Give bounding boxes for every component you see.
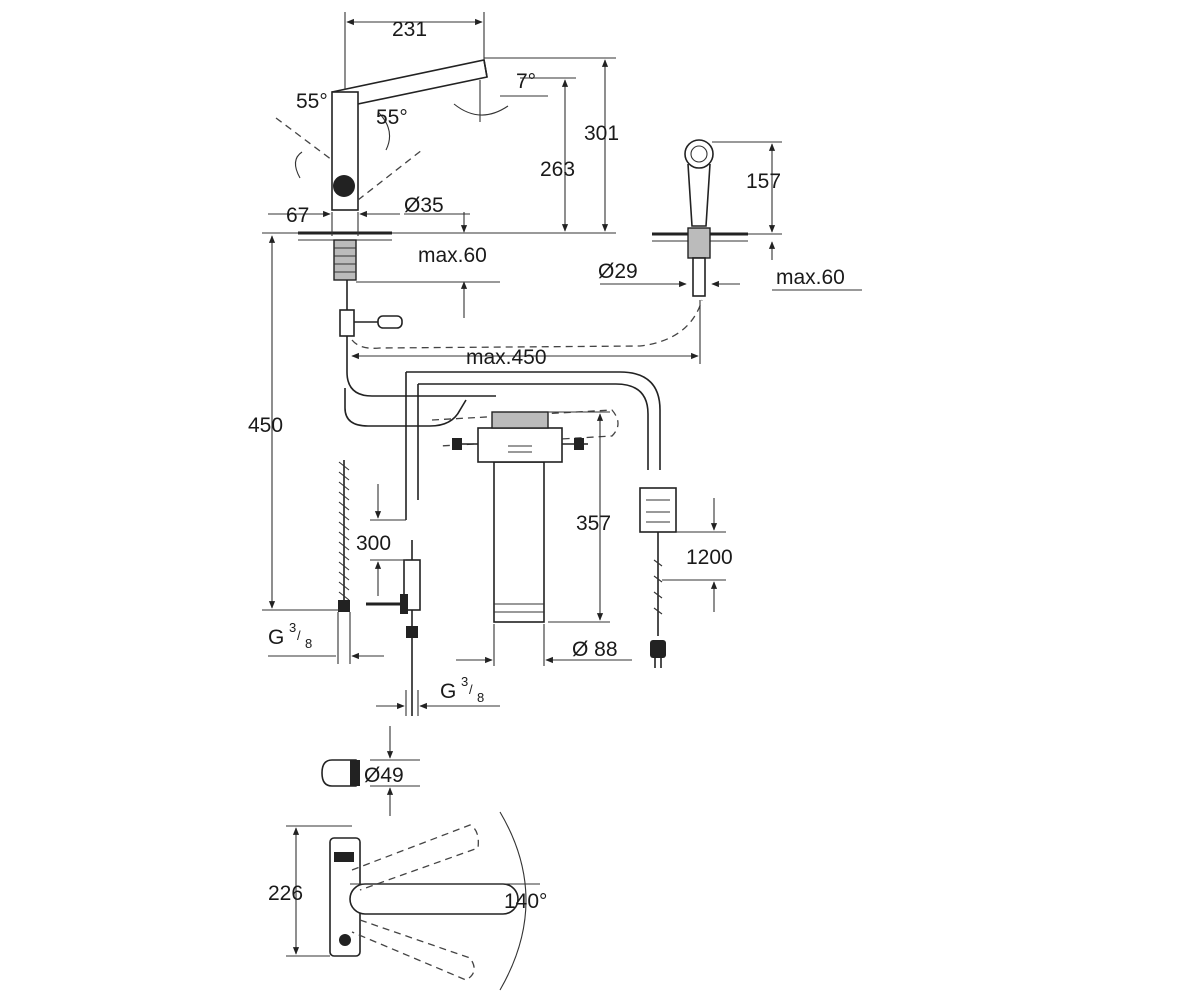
hose-1 <box>346 336 496 397</box>
label-height-below-deck: 450 <box>248 414 283 437</box>
hose-to-box <box>406 371 661 470</box>
plan-view <box>329 811 540 991</box>
thread-right-den: 8 <box>477 690 484 705</box>
filter-cartridge <box>493 461 545 623</box>
thread-left-main: G <box>268 626 284 649</box>
label-max-deck-left: max.60 <box>418 244 487 267</box>
label-handspray-hole: Ø29 <box>598 260 638 283</box>
thread-left-den: 8 <box>305 636 312 651</box>
dimension-labels: 231 7° 55° 55° 301 263 67 Ø35 max.60 157… <box>248 18 845 913</box>
dimension-lines <box>262 12 862 957</box>
label-thread-right: G 3 / 8 <box>440 674 484 705</box>
control-box <box>639 487 677 668</box>
spray-head-icon <box>684 139 714 169</box>
faucet-shank <box>333 239 357 281</box>
label-spout-tilt: 7° <box>516 70 536 93</box>
thread-left-num: 3 <box>289 620 296 635</box>
thread-right-main: G <box>440 680 456 703</box>
label-spout-height: 263 <box>540 158 575 181</box>
label-max-deck-right: max.60 <box>776 266 845 289</box>
filter-unit <box>452 411 588 623</box>
thread-left-slash: / <box>297 628 301 643</box>
thread-right-slash: / <box>469 682 473 697</box>
handle-detail <box>321 759 360 787</box>
label-cable-length: 1200 <box>686 546 733 569</box>
control-box-body <box>639 487 677 533</box>
faucet-elevation <box>275 59 703 716</box>
faucet-lever <box>333 175 355 197</box>
label-spout-reach: 231 <box>392 18 427 41</box>
label-filter-height: 357 <box>576 512 611 535</box>
filter-head <box>477 427 563 463</box>
label-hose-length: max.450 <box>466 346 547 369</box>
hose-2 <box>344 388 467 427</box>
label-body-width: 67 <box>286 204 309 227</box>
label-total-height: 301 <box>584 122 619 145</box>
label-valve-offset: 300 <box>356 532 391 555</box>
label-handle-diameter: Ø49 <box>364 764 404 787</box>
label-filter-diameter: Ø 88 <box>572 638 618 661</box>
label-rotation-left: 55° <box>296 90 328 113</box>
label-rotation-right: 55° <box>376 106 408 129</box>
label-plan-depth: 226 <box>268 882 303 905</box>
plan-spout <box>349 883 519 915</box>
label-handspray-height: 157 <box>746 170 781 193</box>
label-thread-left: G 3 / 8 <box>268 620 312 651</box>
thread-right-num: 3 <box>461 674 468 689</box>
label-mount-hole: Ø35 <box>404 194 444 217</box>
label-swivel-angle: 140° <box>504 890 547 913</box>
hand-spray <box>652 139 748 297</box>
plug-icon <box>650 640 666 658</box>
